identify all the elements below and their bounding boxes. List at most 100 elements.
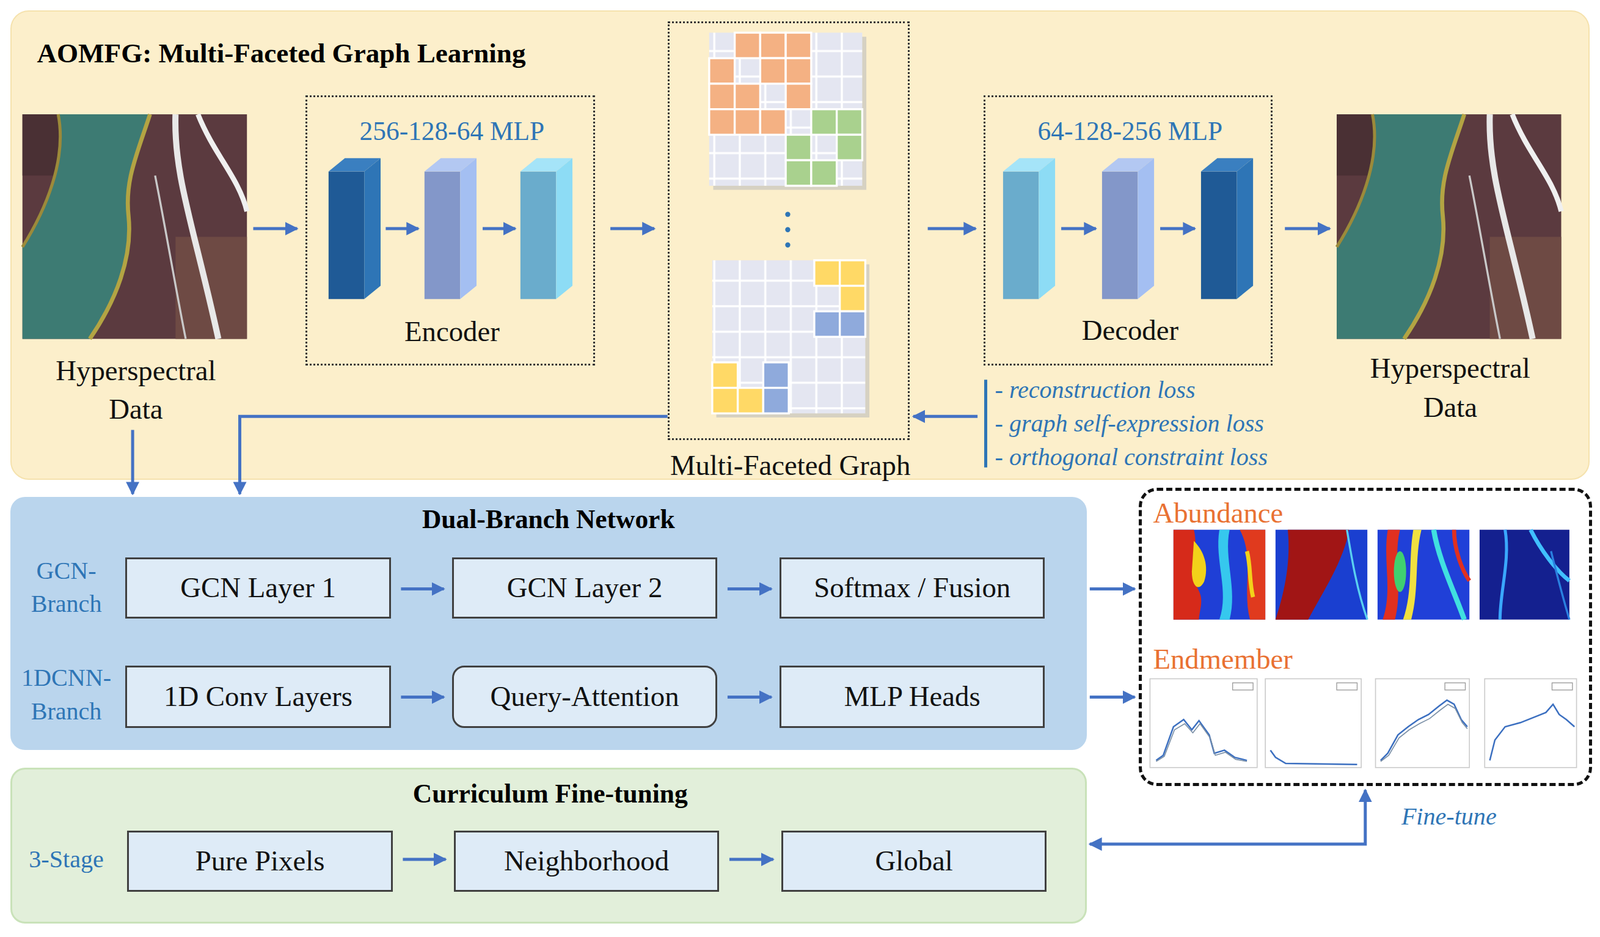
matrix-cell [836,109,863,136]
endmember-plots [1149,678,1577,768]
flow-connector [131,429,135,494]
spectrum-line [1380,700,1468,761]
layer-block [520,158,573,172]
matrix-cell [709,109,735,136]
flow-arrow [482,227,516,231]
decoder-blocks [1003,158,1253,299]
flow-arrow [1160,227,1195,231]
matrix-cells [763,310,866,413]
matrix-cell [785,83,812,110]
plot-legend [1232,682,1253,690]
node-text: Abundance [1152,493,1409,533]
matrix-cell [734,109,761,136]
layer-block [1038,158,1056,299]
matrix-cell [811,109,837,136]
flow-connector [727,695,772,699]
plot-frame [1265,678,1362,768]
flow-arrow [1061,227,1096,231]
flow-arrow [385,227,418,231]
matrix-cell [712,387,738,414]
map-region [1275,529,1349,620]
process-box: Query-Attention [452,665,718,728]
layer-block [460,158,477,299]
matrix-cell [712,362,738,388]
node-text: Query-Attention [490,676,680,716]
matrix-cell [759,32,786,59]
abundance-maps [1173,529,1570,620]
map-region [1239,529,1266,620]
matrix-cell [814,260,841,286]
layer-block [1102,171,1138,300]
map-region [1191,540,1206,587]
matrix-cell [759,58,786,84]
node-text: 1D Conv Layers [163,676,353,716]
bracket-line [984,379,988,468]
map-region [1347,529,1368,620]
matrix-cell [785,160,812,186]
matrix-cell [840,310,866,337]
encoder-blocks [328,158,573,299]
process-box: GCN Layer 2 [452,557,718,619]
node-text: Hyperspectral Data [36,351,235,429]
module-box: 64-128-256 MLPDecoder [983,95,1273,366]
layer-block [328,171,365,300]
process-box: Softmax / Fusion [779,557,1045,619]
map-region [1382,529,1400,620]
node-text: 64-128-256 MLP [985,113,1275,150]
flow-connector [729,857,774,861]
spectrum-line [1490,703,1575,760]
flow-connector [927,227,977,231]
flow-connector [400,587,444,591]
node-text: Curriculum Fine-tuning [12,775,1089,812]
matrix-cell [785,134,812,161]
matrix-cell [734,83,761,110]
flow-connector [253,227,298,231]
map-region [1394,551,1407,592]
hyperspectral-image [22,114,247,339]
hyperspectral-image [1336,114,1561,339]
layer-block [1201,171,1237,300]
matrix-cell [836,134,863,161]
node-text: 256-128-64 MLP [307,113,597,150]
node-text: Dual-Branch Network [10,500,1087,537]
layer-block [1137,158,1155,299]
abundance-map [1173,529,1266,620]
matrix-cells [712,260,866,413]
edge-label: Fine-tune [1392,799,1506,834]
abundance-map [1275,529,1368,620]
process-box: Global [781,830,1047,892]
node-text: GCN Layer 2 [507,568,663,608]
abundance-map [1377,529,1470,620]
spectrum-line [1380,703,1468,762]
matrix-shadow [716,264,870,418]
matrix-grid [709,32,863,186]
node-text: MLP Heads [844,676,981,716]
ellipsis-dot [785,242,790,248]
map-region [1403,529,1422,620]
image-node: Hyperspectral Data [1337,115,1563,428]
flow-connector [1089,587,1136,591]
node-text: Global [875,841,954,881]
matrix-cell [840,285,866,312]
node-text: Endmember [1152,639,1409,679]
process-box: MLP Heads [779,665,1045,728]
process-box: Neighborhood [453,830,720,892]
flow-connector [610,227,655,231]
graph-matrix [709,32,870,418]
node-text: Hyperspectral Data [1351,348,1550,427]
flow-connector [400,695,444,699]
map-region [1530,529,1569,581]
map-region [1499,529,1507,620]
map-region [1173,529,1202,620]
flow-connector [1284,227,1330,231]
layer-block [1201,158,1253,172]
plot-legend [1444,682,1465,690]
layer-block [364,158,381,299]
node-text: Softmax / Fusion [813,568,1011,608]
graph-box: Multi-Faceted Graph [667,21,910,440]
layer-block [328,158,381,172]
process-box: 1D Conv Layers [125,665,391,728]
layer-block [424,158,477,172]
matrix-cell [785,58,812,84]
